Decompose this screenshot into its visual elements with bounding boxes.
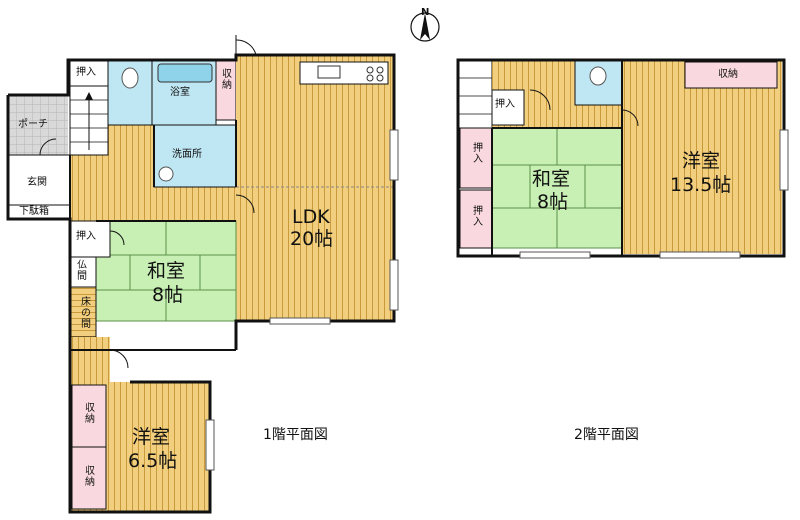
washitsu2-name: 和室 [532,168,571,190]
yoshitsu2-name: 洋室 [682,150,721,172]
storage-bath-label: 収納 [219,68,231,90]
yoshitsu-floor2 [622,60,782,254]
oshiire-b2-label: 押入 [470,205,482,227]
oshiire-top2-label: 押入 [495,99,515,110]
storage-a [71,384,107,448]
washitsu1-name: 和室 [147,260,186,282]
storage-a-label: 収納 [82,402,94,424]
yoshitsu2-size: 13.5帖 [670,174,732,196]
ldk-size: 20帖 [290,228,334,250]
ldk-name: LDK [292,206,330,228]
oshiire-top-label: 押入 [76,67,96,78]
stairs-floor2 [457,59,493,131]
yoshitsu1-name: 洋室 [132,426,171,448]
bath-label: 浴室 [170,87,190,98]
oshiire-top-floor2 [491,89,525,126]
floor2-title: 2階平面図 [574,427,639,443]
north-arrow-icon [410,12,440,42]
oshiire-mid-floor1 [69,220,111,258]
toilet-icon-2 [589,66,607,86]
corridor-floor1 [70,337,110,382]
kitchen-counter [299,61,389,85]
storage-b-label: 収納 [82,465,94,487]
porch [8,95,68,155]
washitsu1-size: 8帖 [152,284,184,306]
getabako-label: 下駄箱 [19,206,49,217]
porch-label: ポーチ [18,119,48,130]
butsuma [69,256,97,288]
doors-floor2 [529,89,639,127]
butsuma-label: 仏間 [74,259,86,281]
kitchen-sink-icon [317,65,341,79]
floor2-plan [456,58,789,259]
floor1-plan [6,35,399,514]
washitsu2-size: 8帖 [537,191,569,213]
storage-floor2 [684,61,778,89]
washroom-label: 洗面所 [172,149,202,160]
bathtub-icon [157,63,213,83]
tokonoma [69,286,97,338]
sink-icon [158,166,174,182]
doors-floor1 [39,35,257,369]
tokonoma-label: 床の間 [78,296,90,329]
yoshitsu1-size: 6.5帖 [128,450,178,472]
oshiire-b-floor2 [459,189,493,249]
floor1-title: 1階平面図 [263,427,328,443]
ldk [236,55,394,321]
north-label: N [421,7,430,18]
windows-floor1 [205,129,399,471]
genkan-label: 玄関 [27,177,47,188]
windows-floor2 [519,129,789,259]
oshiire-a2-label: 押入 [470,142,482,164]
genkan [8,155,70,207]
oshiire-mid-label: 押入 [76,231,96,242]
storage2-label: 収納 [718,69,738,80]
storage-b [71,446,107,510]
toilet-icon [121,67,139,89]
